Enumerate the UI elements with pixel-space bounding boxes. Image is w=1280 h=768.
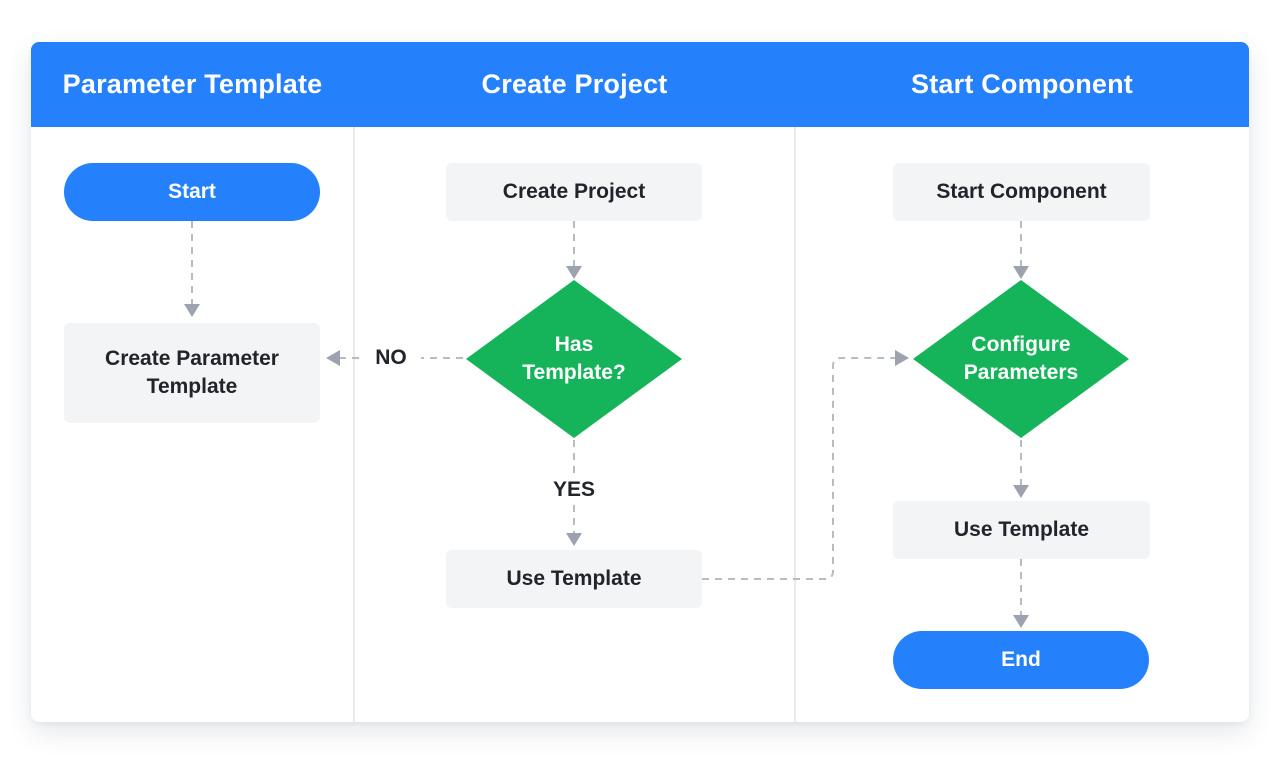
node-create-project-label: Create Project	[502, 180, 646, 204]
node-end: End	[893, 631, 1149, 689]
node-use-template-right: Use Template	[893, 501, 1150, 559]
node-use-template-right-label: Use Template	[954, 518, 1089, 542]
node-use-template-middle: Use Template	[446, 550, 702, 608]
node-create-project: Create Project	[446, 163, 702, 221]
arrowhead-down-icon	[566, 533, 582, 546]
lane-title-start-component: Start Component	[911, 69, 1133, 99]
edge-label-no: NO	[361, 343, 421, 373]
flowchart-card: Parameter Template Create Project Start …	[31, 42, 1249, 722]
node-configure-parameters-label: Configure Parameters	[963, 333, 1079, 384]
node-create-parameter-template-label: Create Parameter Template	[105, 347, 279, 398]
edge-use-template-to-configure-parameters	[702, 357, 895, 580]
arrowhead-down-icon	[184, 304, 200, 317]
lane-title-parameter-template: Parameter Template	[62, 69, 323, 99]
node-start-component-label: Start Component	[936, 180, 1107, 204]
node-has-template: Has Template?	[466, 280, 682, 438]
arrowhead-left-icon	[326, 350, 340, 366]
node-start-component: Start Component	[893, 163, 1150, 221]
node-start: Start	[64, 163, 320, 221]
lane-divider-1	[353, 127, 355, 722]
arrowhead-down-icon	[1013, 266, 1029, 279]
lane-header-bar: Parameter Template Create Project Start …	[31, 42, 1249, 127]
arrowhead-down-icon	[566, 266, 582, 279]
node-start-label: Start	[168, 180, 216, 204]
node-has-template-label: Has Template?	[522, 333, 626, 384]
lane-divider-2	[794, 127, 796, 722]
node-configure-parameters: Configure Parameters	[913, 280, 1129, 438]
lane-title-create-project: Create Project	[481, 69, 668, 99]
node-end-label: End	[1001, 648, 1041, 672]
node-use-template-middle-label: Use Template	[506, 567, 642, 591]
edge-label-yes: YES	[540, 475, 608, 505]
arrowhead-down-icon	[1013, 485, 1029, 498]
arrowhead-down-icon	[1013, 615, 1029, 628]
node-create-parameter-template: Create Parameter Template	[64, 323, 320, 423]
arrowhead-right-icon	[895, 350, 909, 366]
